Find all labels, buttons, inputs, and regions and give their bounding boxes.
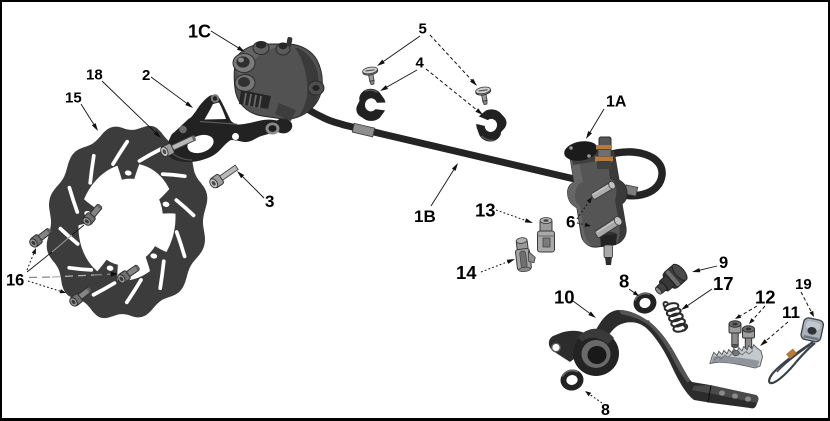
- svg-text:15: 15: [65, 90, 82, 107]
- svg-text:8: 8: [619, 271, 629, 292]
- svg-text:1A: 1A: [606, 94, 627, 111]
- svg-text:3: 3: [265, 192, 274, 211]
- svg-text:16: 16: [6, 272, 24, 290]
- svg-text:4: 4: [416, 55, 425, 72]
- svg-text:1C: 1C: [188, 22, 211, 42]
- svg-text:19: 19: [795, 276, 812, 293]
- svg-text:5: 5: [419, 21, 427, 38]
- svg-text:14: 14: [456, 262, 477, 283]
- svg-text:6: 6: [566, 213, 575, 232]
- svg-text:18: 18: [86, 67, 103, 84]
- svg-text:12: 12: [755, 287, 776, 308]
- svg-text:2: 2: [142, 67, 150, 84]
- svg-text:13: 13: [475, 200, 496, 221]
- svg-text:17: 17: [713, 273, 734, 294]
- svg-text:10: 10: [554, 287, 575, 308]
- svg-text:11: 11: [782, 303, 800, 322]
- svg-text:8: 8: [601, 402, 610, 419]
- svg-text:9: 9: [719, 254, 728, 272]
- svg-text:1B: 1B: [414, 207, 436, 226]
